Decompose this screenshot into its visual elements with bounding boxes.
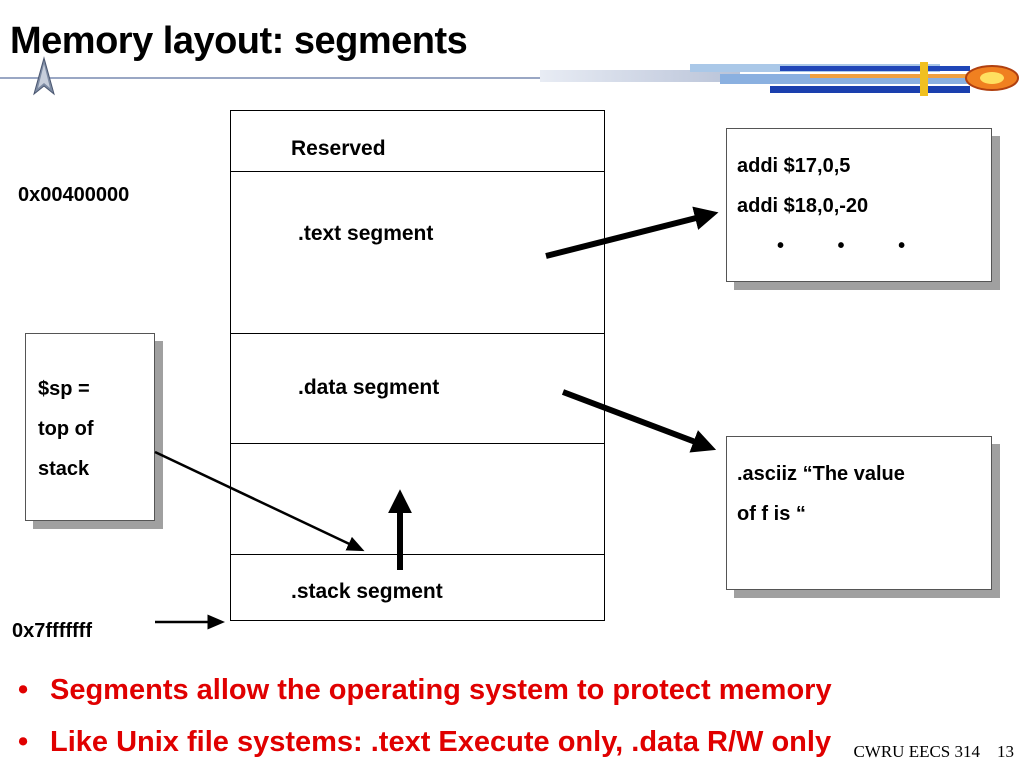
bullet-item: •Segments allow the operating system to … [18, 674, 832, 706]
address-text-start: 0x00400000 [18, 184, 130, 206]
sp-line-1: $sp = [38, 378, 90, 400]
bullet-item: •Like Unix file systems: .text Execute o… [18, 726, 832, 758]
instruction-line-2: addi $18,0,-20 [737, 195, 869, 217]
segment-label: Reserved [291, 137, 386, 160]
segment-reserved: Reserved [231, 111, 604, 172]
slide-footer: CWRU EECS 314 13 [853, 742, 1014, 762]
page-title: Memory layout: segments [10, 20, 468, 62]
course-name: CWRU EECS 314 [853, 742, 980, 761]
page-number: 13 [997, 742, 1014, 761]
starfleet-logo-icon [0, 56, 80, 96]
arrow-to-text-box [545, 206, 719, 259]
segment-text: .text segment [231, 172, 604, 334]
segment-label: .text segment [298, 222, 434, 245]
sp-pointer-arrow [154, 450, 365, 552]
sp-line-2: top of [38, 418, 94, 440]
segment-stack: .stack segment [231, 555, 604, 622]
data-contents-box: .asciiz “The value of f is “ [726, 436, 992, 590]
memory-layout-diagram: Reserved .text segment .data segment .st… [230, 110, 605, 621]
header-rule [0, 77, 560, 79]
segment-free [231, 444, 604, 555]
data-line-2: of f is “ [737, 503, 806, 525]
segment-data: .data segment [231, 334, 604, 444]
segment-label: .stack segment [291, 580, 443, 603]
segment-label: .data segment [298, 376, 440, 399]
data-line-1: .asciiz “The value [737, 463, 905, 485]
arrow-to-data-box [561, 389, 717, 453]
sp-line-3: stack [38, 458, 90, 480]
sp-box: $sp = top of stack [25, 333, 155, 521]
bullet-list: •Segments allow the operating system to … [18, 664, 832, 768]
address-stack-top: 0x7fffffff [12, 620, 92, 642]
starship-icon [540, 62, 1019, 96]
text-contents-box: addi $17,0,5 addi $18,0,-20 • • • [726, 128, 992, 282]
ellipsis-dots: • • • [777, 235, 930, 257]
instruction-line-1: addi $17,0,5 [737, 155, 851, 177]
